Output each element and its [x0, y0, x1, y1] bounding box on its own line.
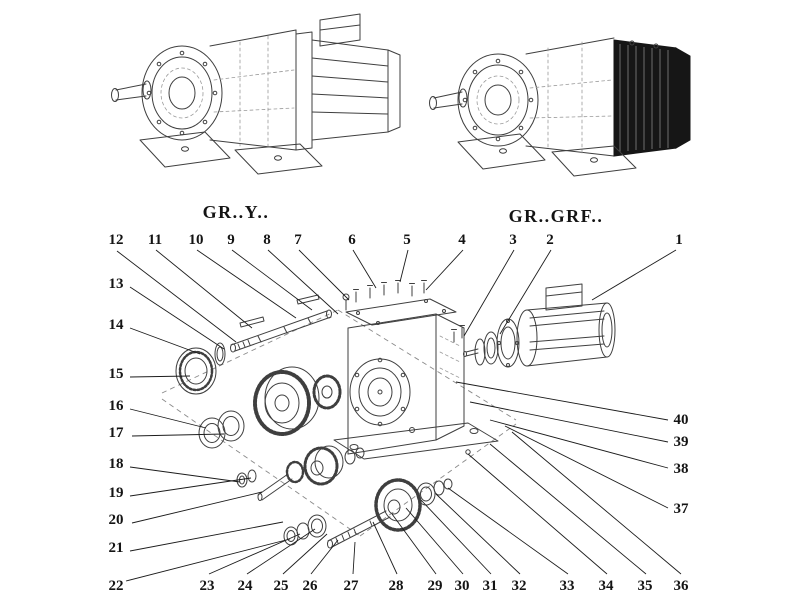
callout-18: 18 [109, 456, 124, 472]
construction-lines [161, 309, 517, 537]
cover-bolts-icon [342, 280, 427, 311]
callout-26: 26 [303, 578, 319, 594]
output-shaft-assembly-icon [283, 478, 453, 549]
gearmotor-gry-illustration [111, 13, 401, 175]
input-shaft-assembly-icon [214, 294, 332, 366]
variant-label-gry: GR..Y.. [203, 202, 270, 222]
callout-7: 7 [294, 232, 302, 248]
callout-12: 12 [109, 232, 124, 248]
variant-label-grgrf: GR..GRF.. [509, 206, 604, 226]
callout-29: 29 [428, 578, 443, 594]
callout-17: 17 [109, 425, 125, 441]
toothed-ring-icon [175, 347, 217, 395]
gry-housing-body-icon [209, 29, 297, 151]
grf-dark-fan-cover-icon [613, 39, 691, 157]
callout-38: 38 [674, 461, 689, 477]
callout-21: 21 [109, 540, 124, 556]
callout-16: 16 [109, 398, 125, 414]
gearmotor-grf-illustration [429, 37, 691, 177]
callout-34: 34 [599, 578, 615, 594]
callout-19: 19 [109, 485, 124, 501]
callout-39: 39 [674, 434, 689, 450]
gry-front-housing-icon [141, 45, 223, 141]
callout-15: 15 [109, 366, 124, 382]
callout-32: 32 [512, 578, 527, 594]
grf-output-shaft-icon [429, 88, 468, 110]
top-cover-plate-icon [345, 298, 457, 326]
callout-14: 14 [109, 317, 125, 333]
callout-20: 20 [109, 512, 124, 528]
gear-housing-icon [333, 313, 499, 460]
bearing-pair-icon [198, 410, 245, 449]
callout-36: 36 [674, 578, 690, 594]
callout-37: 37 [674, 501, 690, 517]
callout-27: 27 [344, 578, 360, 594]
grf-housing-body-icon [525, 37, 615, 157]
callout-2: 2 [546, 232, 554, 248]
callout-28: 28 [389, 578, 404, 594]
leader-lines [116, 249, 682, 582]
callout-6: 6 [348, 232, 356, 248]
callout-40: 40 [674, 412, 689, 428]
exploded-motor-icon [516, 283, 616, 367]
callout-31: 31 [483, 578, 498, 594]
motor-flange-stack-icon [451, 318, 520, 368]
gry-mounting-feet-icon [139, 131, 323, 175]
callout-10: 10 [189, 232, 204, 248]
callout-22: 22 [109, 578, 124, 594]
callout-33: 33 [560, 578, 575, 594]
callout-30: 30 [455, 578, 470, 594]
small-gear-icon [312, 374, 342, 410]
callout-13: 13 [109, 276, 124, 292]
gry-motor-icon [295, 13, 401, 151]
callout-3: 3 [509, 232, 517, 248]
gry-output-shaft-icon [111, 80, 152, 102]
callout-9: 9 [227, 232, 235, 248]
callout-numbers: 12 11 10 9 8 7 6 5 4 3 2 1 13 14 15 16 1… [109, 232, 690, 594]
callout-1: 1 [675, 232, 683, 248]
big-ribbed-gear-icon [253, 366, 320, 436]
grf-front-housing-icon [457, 53, 539, 147]
callout-25: 25 [274, 578, 289, 594]
callout-11: 11 [148, 232, 162, 248]
callout-5: 5 [403, 232, 411, 248]
callout-4: 4 [458, 232, 466, 248]
intermediate-pinion-assembly-icon [236, 445, 365, 501]
exploded-view: 12 11 10 9 8 7 6 5 4 3 2 1 13 14 15 16 1… [109, 232, 690, 594]
callout-23: 23 [200, 578, 215, 594]
callout-35: 35 [638, 578, 653, 594]
callout-8: 8 [263, 232, 271, 248]
grf-mounting-feet-icon [457, 133, 637, 177]
callout-24: 24 [238, 578, 254, 594]
